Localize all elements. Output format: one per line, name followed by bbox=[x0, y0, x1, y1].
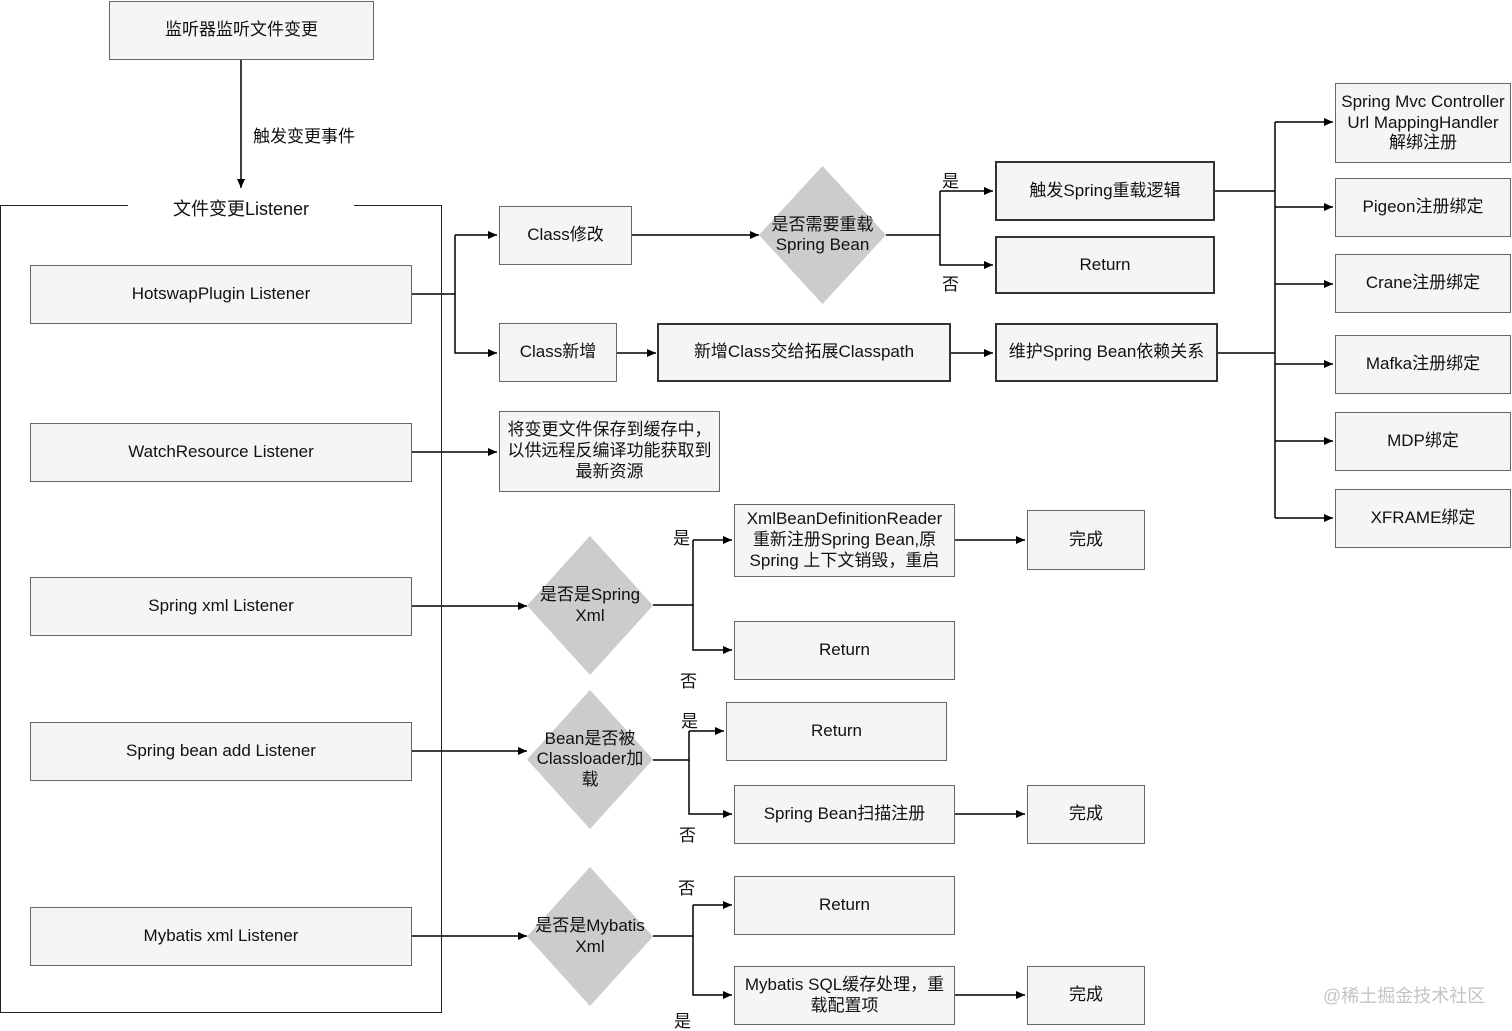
bean-loaded-decision: Bean是否被 Classloader加 载 bbox=[527, 690, 653, 829]
monitor-box: 监听器监听文件变更 bbox=[109, 1, 374, 60]
spring-xml-decision: 是否是Spring Xml bbox=[527, 536, 653, 675]
arrow-mybatis-yes bbox=[692, 936, 732, 999]
watch-resource-listener: WatchResource Listener bbox=[30, 423, 412, 482]
trigger-event-label: 触发变更事件 bbox=[253, 127, 355, 146]
reload-return-box: Return bbox=[995, 236, 1215, 294]
bean-loaded-yes-label: 是 bbox=[681, 712, 698, 731]
arrow-to-class-added bbox=[454, 294, 497, 357]
bean-loaded-return-box: Return bbox=[726, 702, 947, 761]
connector-mybatis-split bbox=[653, 905, 694, 937]
bean-scan-register-box: Spring Bean扫描注册 bbox=[734, 785, 955, 844]
arrow-springxml-no bbox=[692, 605, 732, 654]
mdp-binding-box: MDP绑定 bbox=[1335, 412, 1511, 471]
trigger-reload-box: 触发Spring重载逻辑 bbox=[995, 161, 1215, 221]
hotswap-listener: HotswapPlugin Listener bbox=[30, 265, 412, 324]
bean-loaded-decision-text: Bean是否被 Classloader加 载 bbox=[536, 728, 644, 789]
watermark: @稀土掘金技术社区 bbox=[1323, 986, 1486, 1006]
arrow-beanadd-no bbox=[688, 760, 732, 818]
reload-spring-bean-decision: 是否需要重载 Spring Bean bbox=[759, 166, 886, 304]
save-cache-box: 将变更文件保存到缓存中， 以供远程反编译功能获取到 最新资源 bbox=[499, 411, 720, 492]
spring-xml-yes-label: 是 bbox=[673, 529, 690, 548]
mybatis-xml-decision: 是否是Mybatis Xml bbox=[527, 867, 653, 1006]
crane-binding-box: Crane注册绑定 bbox=[1335, 254, 1511, 313]
connector-decision-reload-split bbox=[886, 191, 941, 236]
spring-xml-return-box: Return bbox=[734, 621, 955, 680]
bean-add-done-box: 完成 bbox=[1027, 785, 1145, 844]
reload-no-label: 否 bbox=[942, 275, 959, 294]
mybatis-done-box: 完成 bbox=[1027, 966, 1145, 1025]
listener-container-title: 文件变更Listener bbox=[128, 195, 354, 221]
mybatis-xml-listener: Mybatis xml Listener bbox=[30, 907, 412, 966]
arrow-reload-no bbox=[939, 235, 993, 269]
class-modified-box: Class修改 bbox=[499, 206, 632, 265]
mybatis-xml-decision-text: 是否是Mybatis Xml bbox=[535, 916, 645, 956]
xframe-binding-box: XFRAME绑定 bbox=[1335, 489, 1511, 548]
mybatis-sql-cache-box: Mybatis SQL缓存处理，重 载配置项 bbox=[734, 966, 955, 1025]
extend-classpath-box: 新增Class交给拓展Classpath bbox=[657, 323, 951, 382]
reload-yes-label: 是 bbox=[942, 172, 959, 191]
connector-beanadd-split bbox=[653, 731, 690, 761]
mybatis-return-box: Return bbox=[734, 876, 955, 935]
spring-mvc-unbind-box: Spring Mvc Controller Url MappingHandler… bbox=[1335, 83, 1511, 163]
mybatis-no-label: 否 bbox=[678, 879, 695, 898]
class-added-box: Class新增 bbox=[499, 323, 617, 382]
reregister-box: XmlBeanDefinitionReader 重新注册Spring Bean,… bbox=[734, 504, 955, 577]
mafka-binding-box: Mafka注册绑定 bbox=[1335, 335, 1511, 394]
spring-xml-no-label: 否 bbox=[680, 672, 697, 691]
bean-loaded-no-label: 否 bbox=[679, 826, 696, 845]
reload-decision-text: 是否需要重载 Spring Bean bbox=[771, 214, 874, 254]
spring-xml-decision-text: 是否是Spring Xml bbox=[539, 585, 641, 625]
mybatis-yes-label: 是 bbox=[674, 1012, 691, 1031]
spring-xml-listener: Spring xml Listener bbox=[30, 577, 412, 636]
maintain-deps-box: 维护Spring Bean依赖关系 bbox=[995, 323, 1218, 382]
connector-springxml-split bbox=[653, 540, 694, 606]
spring-xml-done-box: 完成 bbox=[1027, 510, 1145, 570]
pigeon-binding-box: Pigeon注册绑定 bbox=[1335, 178, 1511, 237]
spring-bean-add-listener: Spring bean add Listener bbox=[30, 722, 412, 781]
